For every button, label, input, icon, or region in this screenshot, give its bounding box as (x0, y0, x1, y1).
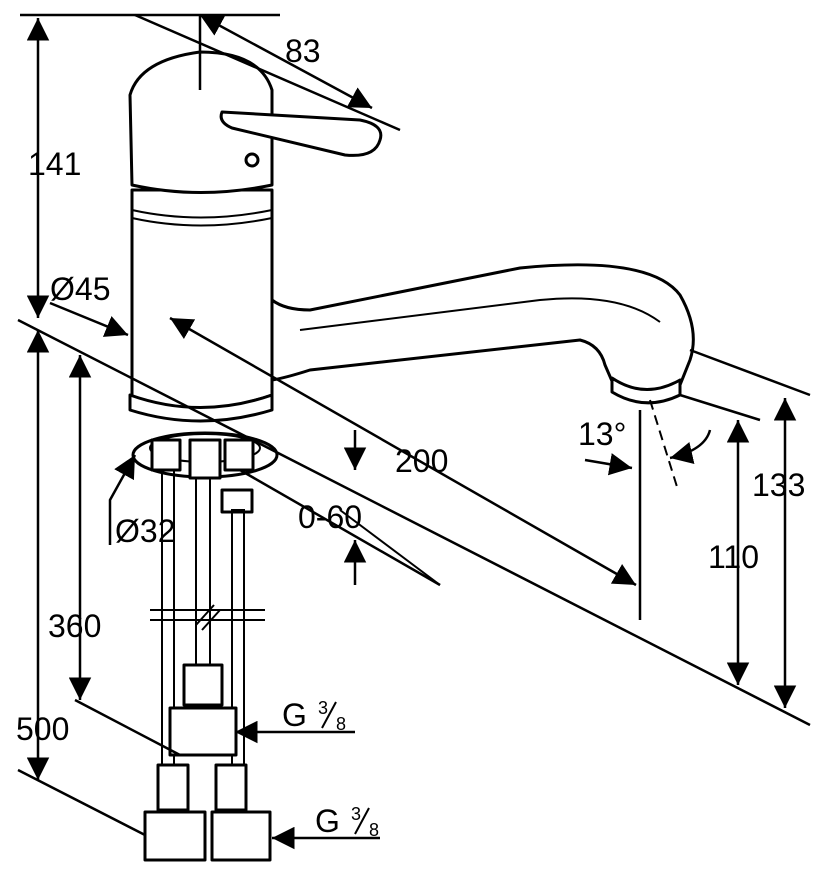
faucet-spout (270, 263, 695, 405)
dimension-labels: 83 141 Ø45 200 13° 133 110 0-60 Ø32 360 … (16, 33, 805, 840)
dim-outlet-height: 110 (708, 539, 759, 575)
dim-thickness-range: 0-60 (298, 499, 362, 535)
dimension-arrows (26, 13, 797, 850)
mounting-hardware (131, 431, 279, 514)
dim-spout-reach: 200 (395, 443, 448, 479)
dim-total-length: 500 (16, 711, 69, 747)
faucet-handle (128, 50, 383, 194)
dim-spout-angle: 13° (578, 416, 626, 452)
dim-mount-diameter: Ø32 (115, 513, 175, 549)
svg-text:3: 3 (351, 804, 361, 824)
dim-body-height: 141 (28, 146, 81, 182)
svg-text:8: 8 (369, 820, 379, 840)
svg-text:G: G (282, 697, 307, 733)
dim-body-diameter: Ø45 (50, 271, 110, 307)
dim-handle-length: 83 (285, 33, 321, 69)
supply-hoses (143, 469, 272, 862)
thread-label-upper: G 3 8 (282, 697, 346, 734)
dim-hose-length: 360 (48, 608, 101, 644)
svg-text:G: G (315, 803, 340, 839)
svg-text:3: 3 (318, 698, 328, 718)
dim-spout-height: 133 (752, 467, 805, 503)
thread-label-lower: G 3 8 (315, 803, 379, 840)
faucet-body (128, 188, 274, 423)
svg-text:8: 8 (336, 714, 346, 734)
